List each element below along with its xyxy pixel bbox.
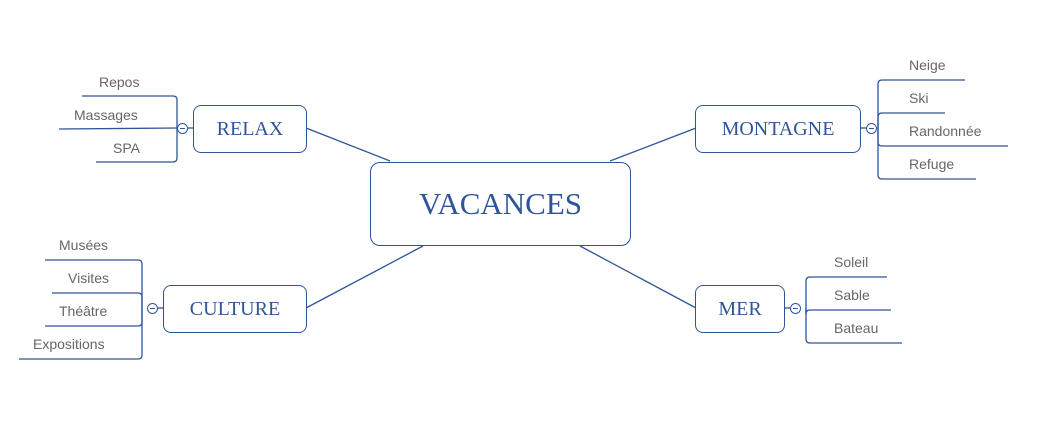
link-montagne-refuge	[877, 128, 976, 180]
link-culture-musees	[45, 259, 143, 308]
link-central-relax	[305, 127, 391, 162]
montagne-collapse-minus-circle-icon[interactable]	[866, 123, 877, 134]
leaf-relax-spa[interactable]: SPA	[113, 140, 140, 156]
link-mer-soleil	[805, 276, 887, 308]
relax-collapse-minus-circle-icon[interactable]	[177, 123, 188, 134]
link-mer-bateau	[805, 308, 902, 344]
link-relax-massages	[58, 127, 178, 130]
topic-mer[interactable]: MER	[695, 285, 785, 333]
leaf-montagne-randonnee[interactable]: Randonnée	[909, 123, 982, 139]
link-central-mer	[579, 245, 697, 309]
leaf-mer-sable[interactable]: Sable	[834, 287, 870, 303]
link-montagne-neige	[877, 79, 965, 128]
link-culture-expositions	[19, 308, 143, 360]
leaf-montagne-refuge[interactable]: Refuge	[909, 156, 955, 172]
leaf-culture-expositions[interactable]: Expositions	[33, 336, 105, 352]
leaf-relax-repos[interactable]: Repos	[99, 74, 140, 90]
topic-montagne[interactable]: MONTAGNE	[695, 105, 861, 153]
central-topic-label: VACANCES	[418, 186, 583, 221]
link-mer-sable	[805, 308, 891, 315]
topic-relax-label: RELAX	[216, 117, 284, 140]
link-montagne-ski	[877, 112, 945, 128]
leaf-relax-massages[interactable]: Massages	[74, 107, 138, 123]
leaf-culture-visites[interactable]: Visites	[68, 270, 109, 286]
link-central-montagne	[609, 127, 697, 162]
leaf-mer-soleil[interactable]: Soleil	[834, 254, 869, 270]
mer-collapse-minus-circle-icon[interactable]	[790, 303, 801, 314]
leaf-culture-theatre[interactable]: Théâtre	[59, 303, 108, 319]
link-central-culture	[305, 245, 424, 309]
link-culture-visites	[52, 292, 143, 308]
leaf-culture-musees[interactable]: Musées	[59, 237, 109, 253]
leaf-mer-bateau[interactable]: Bateau	[834, 320, 879, 336]
culture-collapse-minus-circle-icon[interactable]	[147, 303, 158, 314]
central-topic[interactable]: VACANCES	[370, 162, 631, 246]
topic-culture[interactable]: CULTURE	[163, 285, 307, 333]
topic-mer-label: MER	[718, 297, 762, 320]
link-relax-repos	[82, 95, 178, 128]
link-relax-spa	[96, 128, 178, 163]
leaf-montagne-ski[interactable]: Ski	[909, 90, 929, 106]
topic-relax[interactable]: RELAX	[193, 105, 307, 153]
topic-montagne-label: MONTAGNE	[721, 117, 835, 140]
leaf-montagne-neige[interactable]: Neige	[909, 57, 946, 73]
topic-culture-label: CULTURE	[189, 297, 281, 320]
